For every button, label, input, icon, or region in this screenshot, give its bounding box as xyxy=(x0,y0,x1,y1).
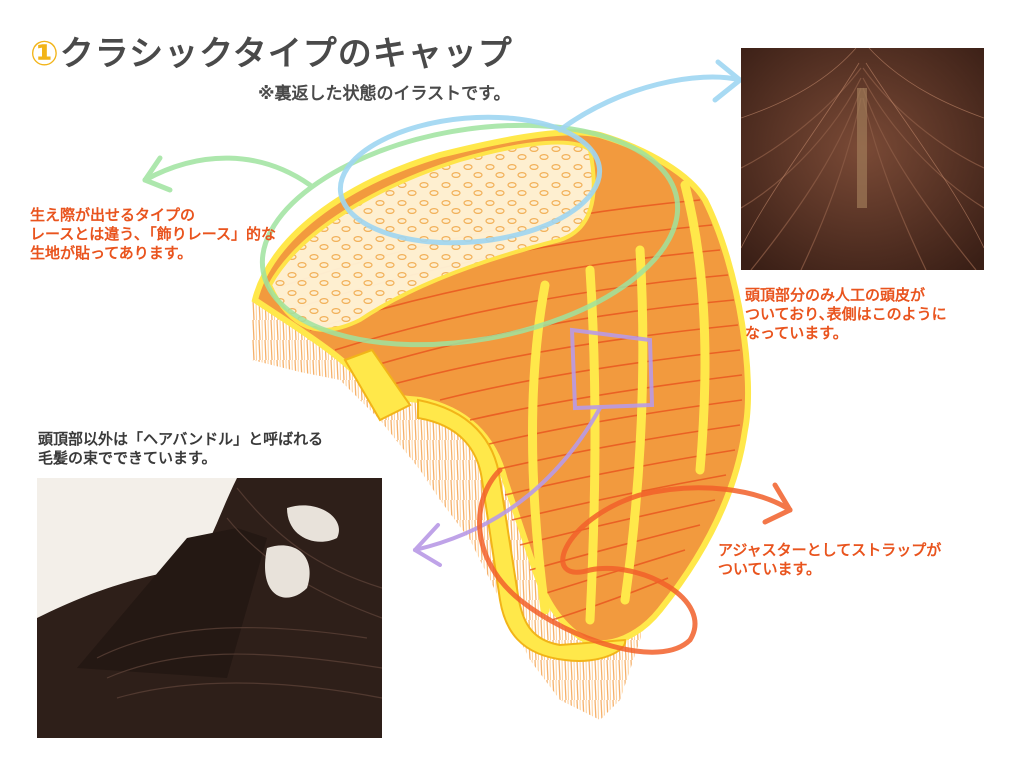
note-line: アジャスターとしてストラップが xyxy=(718,541,942,559)
note-line: ついています。 xyxy=(718,560,822,578)
note-line: 毛髪の束でできています。 xyxy=(38,449,217,467)
orange-arrow xyxy=(477,467,793,655)
note-line: 生地が貼ってあります。 xyxy=(30,244,193,262)
ear-tab xyxy=(343,348,412,422)
purple-arrow xyxy=(413,327,655,567)
bundle-photo xyxy=(37,478,382,738)
scalp-photo xyxy=(741,48,984,270)
note-line: 生え際が出せるタイプの xyxy=(30,206,196,224)
note-crown-scalp: 頭頂部分のみ人工の頭皮が ついており､表側はこのように なっています。 xyxy=(745,286,947,343)
note-line: レースとは違う､「飾りレース」的な xyxy=(30,225,277,243)
note-line: ついており､表側はこのように xyxy=(745,305,947,323)
blue-arrow xyxy=(337,59,743,246)
note-line: なっています。 xyxy=(745,324,848,342)
lace-crown xyxy=(267,140,596,332)
page-title: ①クラシックタイプのキャップ xyxy=(30,26,513,75)
adjuster-strap xyxy=(417,398,627,662)
title-number: ① xyxy=(30,34,60,74)
subtitle: ※裏返した状態のイラストです。 xyxy=(258,84,511,104)
note-hair-bundle: 頭頂部以外は「ヘアバンドル」と呼ばれる 毛髪の束でできています。 xyxy=(38,430,323,468)
note-line: 頭頂部分のみ人工の頭皮が xyxy=(745,286,926,304)
green-arrow xyxy=(142,122,681,348)
note-hairline-lace: 生え際が出せるタイプの レースとは違う､「飾りレース」的な 生地が貼ってあります… xyxy=(30,206,276,263)
note-adjuster-strap: アジャスターとしてストラップが ついています。 xyxy=(718,541,941,579)
note-line: 頭頂部以外は「ヘアバンドル」と呼ばれる xyxy=(38,430,324,448)
title-text: クラシックタイプのキャップ xyxy=(59,34,513,74)
